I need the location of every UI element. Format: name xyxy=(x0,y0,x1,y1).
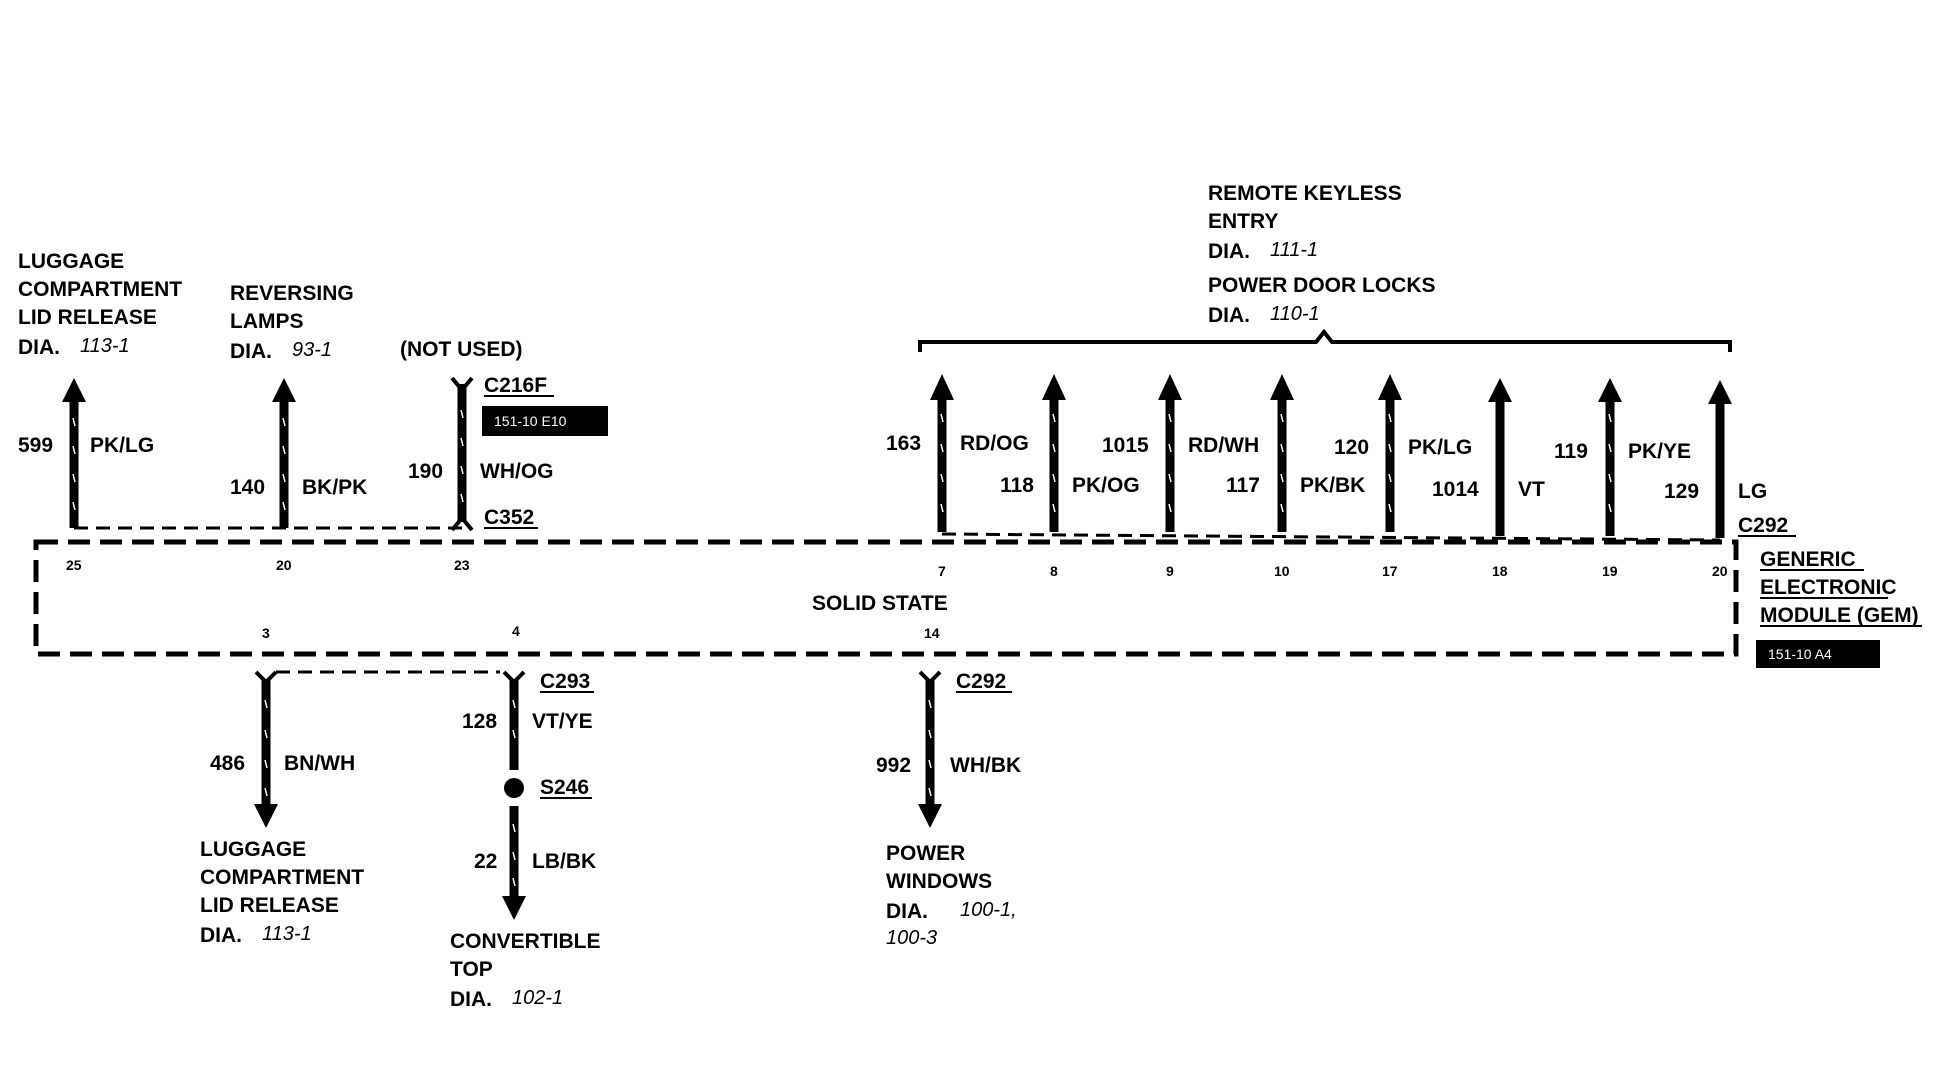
reversing-line2: LAMPS xyxy=(230,310,304,333)
convertible-ref: 102-1 xyxy=(512,987,563,1009)
circuit-599: 599 xyxy=(18,434,53,457)
solid-state-label: SOLID STATE xyxy=(812,592,948,615)
reversing-line1: REVERSING xyxy=(230,282,354,305)
pin-14: 14 xyxy=(924,625,940,641)
color-pk-og: PK/OG xyxy=(1072,474,1140,497)
luggage-top-dia: DIA. xyxy=(18,336,60,359)
pin-10: 10 xyxy=(1274,563,1290,579)
rke-dia: DIA. xyxy=(1208,240,1250,263)
circuit-1015: 1015 xyxy=(1102,434,1149,457)
circuit-190: 190 xyxy=(408,460,443,483)
circuit-22: 22 xyxy=(474,850,497,873)
power-windows-dia: DIA. xyxy=(886,900,928,923)
circuit-140: 140 xyxy=(230,476,265,499)
luggage-top-line2: COMPARTMENT xyxy=(18,278,182,301)
color-lb-bk: LB/BK xyxy=(532,850,596,873)
pin-7: 7 xyxy=(938,563,946,579)
connector-s246: S246 xyxy=(540,776,589,799)
pin-23: 23 xyxy=(454,557,470,573)
splice-s246 xyxy=(504,778,524,798)
connector-c352: C352 xyxy=(484,506,534,529)
luggage-bottom-dia: DIA. xyxy=(200,924,242,947)
gem-name-line3: MODULE (GEM) xyxy=(1760,604,1919,627)
power-windows-line2: WINDOWS xyxy=(886,870,992,893)
color-vt-ye: VT/YE xyxy=(532,710,593,733)
convertible-line2: TOP xyxy=(450,958,493,981)
connector-c216f: C216F xyxy=(484,374,547,397)
circuit-128: 128 xyxy=(462,710,497,733)
luggage-bottom-ref: 113-1 xyxy=(262,923,312,945)
c216f-badge-text: 151-10 E10 xyxy=(494,413,567,429)
pin-17: 17 xyxy=(1382,563,1398,579)
gem-name-line1: GENERIC xyxy=(1760,548,1856,571)
circuit-117: 117 xyxy=(1226,474,1260,497)
color-vt: VT xyxy=(1518,478,1545,501)
circuit-486: 486 xyxy=(210,752,245,775)
rke-line1: REMOTE KEYLESS xyxy=(1208,182,1402,205)
pin-19: 19 xyxy=(1602,563,1618,579)
pdl-line1: POWER DOOR LOCKS xyxy=(1208,274,1436,297)
c216f-badge xyxy=(482,406,608,436)
color-pk-lg-1: PK/LG xyxy=(90,434,154,457)
color-pk-ye: PK/YE xyxy=(1628,440,1691,463)
pin-9: 9 xyxy=(1166,563,1174,579)
convertible-dia: DIA. xyxy=(450,988,492,1011)
pdl-ref: 110-1 xyxy=(1270,303,1320,325)
color-pk-lg-2: PK/LG xyxy=(1408,436,1472,459)
not-used-label: (NOT USED) xyxy=(400,338,523,361)
gem-badge xyxy=(1756,640,1880,668)
rke-ref: 111-1 xyxy=(1270,239,1318,261)
color-wh-bk: WH/BK xyxy=(950,754,1021,777)
color-wh-og: WH/OG xyxy=(480,460,554,483)
color-lg: LG xyxy=(1738,480,1767,503)
group-brace xyxy=(918,328,1732,352)
pin-4: 4 xyxy=(512,623,520,639)
pin-20-left: 20 xyxy=(276,557,292,573)
luggage-bottom-line3: LID RELEASE xyxy=(200,894,339,917)
color-rd-wh: RD/WH xyxy=(1188,434,1259,457)
luggage-bottom-line2: COMPARTMENT xyxy=(200,866,364,889)
color-bk-pk: BK/PK xyxy=(302,476,367,499)
rke-line2: ENTRY xyxy=(1208,210,1278,233)
gem-badge-text: 151-10 A4 xyxy=(1768,646,1832,662)
reversing-ref: 93-1 xyxy=(292,339,332,361)
reversing-dia: DIA. xyxy=(230,340,272,363)
circuit-1014: 1014 xyxy=(1432,478,1479,501)
convertible-line1: CONVERTIBLE xyxy=(450,930,601,953)
gem-module-box xyxy=(33,539,1739,657)
pin-20-right: 20 xyxy=(1712,563,1728,579)
pin-8: 8 xyxy=(1050,563,1058,579)
circuit-120: 120 xyxy=(1334,436,1369,459)
circuit-129: 129 xyxy=(1664,480,1699,503)
connector-c292-bottom: C292 xyxy=(956,670,1006,693)
circuit-119: 119 xyxy=(1554,440,1588,463)
color-pk-bk: PK/BK xyxy=(1300,474,1365,497)
power-windows-line1: POWER xyxy=(886,842,965,865)
connector-c293: C293 xyxy=(540,670,590,693)
pin-3: 3 xyxy=(262,625,270,641)
luggage-bottom-line1: LUGGAGE xyxy=(200,838,306,861)
color-rd-og: RD/OG xyxy=(960,432,1029,455)
pdl-dia: DIA. xyxy=(1208,304,1250,327)
power-windows-ref2: 100-3 xyxy=(886,927,937,949)
circuit-163: 163 xyxy=(886,432,921,455)
luggage-top-line1: LUGGAGE xyxy=(18,250,124,273)
pin-18: 18 xyxy=(1492,563,1508,579)
circuit-118: 118 xyxy=(1000,474,1034,497)
luggage-top-line3: LID RELEASE xyxy=(18,306,157,329)
luggage-top-ref: 113-1 xyxy=(80,335,130,357)
pin-25: 25 xyxy=(66,557,82,573)
color-bn-wh: BN/WH xyxy=(284,752,355,775)
gem-name-line2: ELECTRONIC xyxy=(1760,576,1897,599)
connector-c292-top: C292 xyxy=(1738,514,1788,537)
power-windows-ref: 100-1, xyxy=(960,899,1017,921)
circuit-992: 992 xyxy=(876,754,911,777)
top-right-wires xyxy=(930,374,1732,538)
